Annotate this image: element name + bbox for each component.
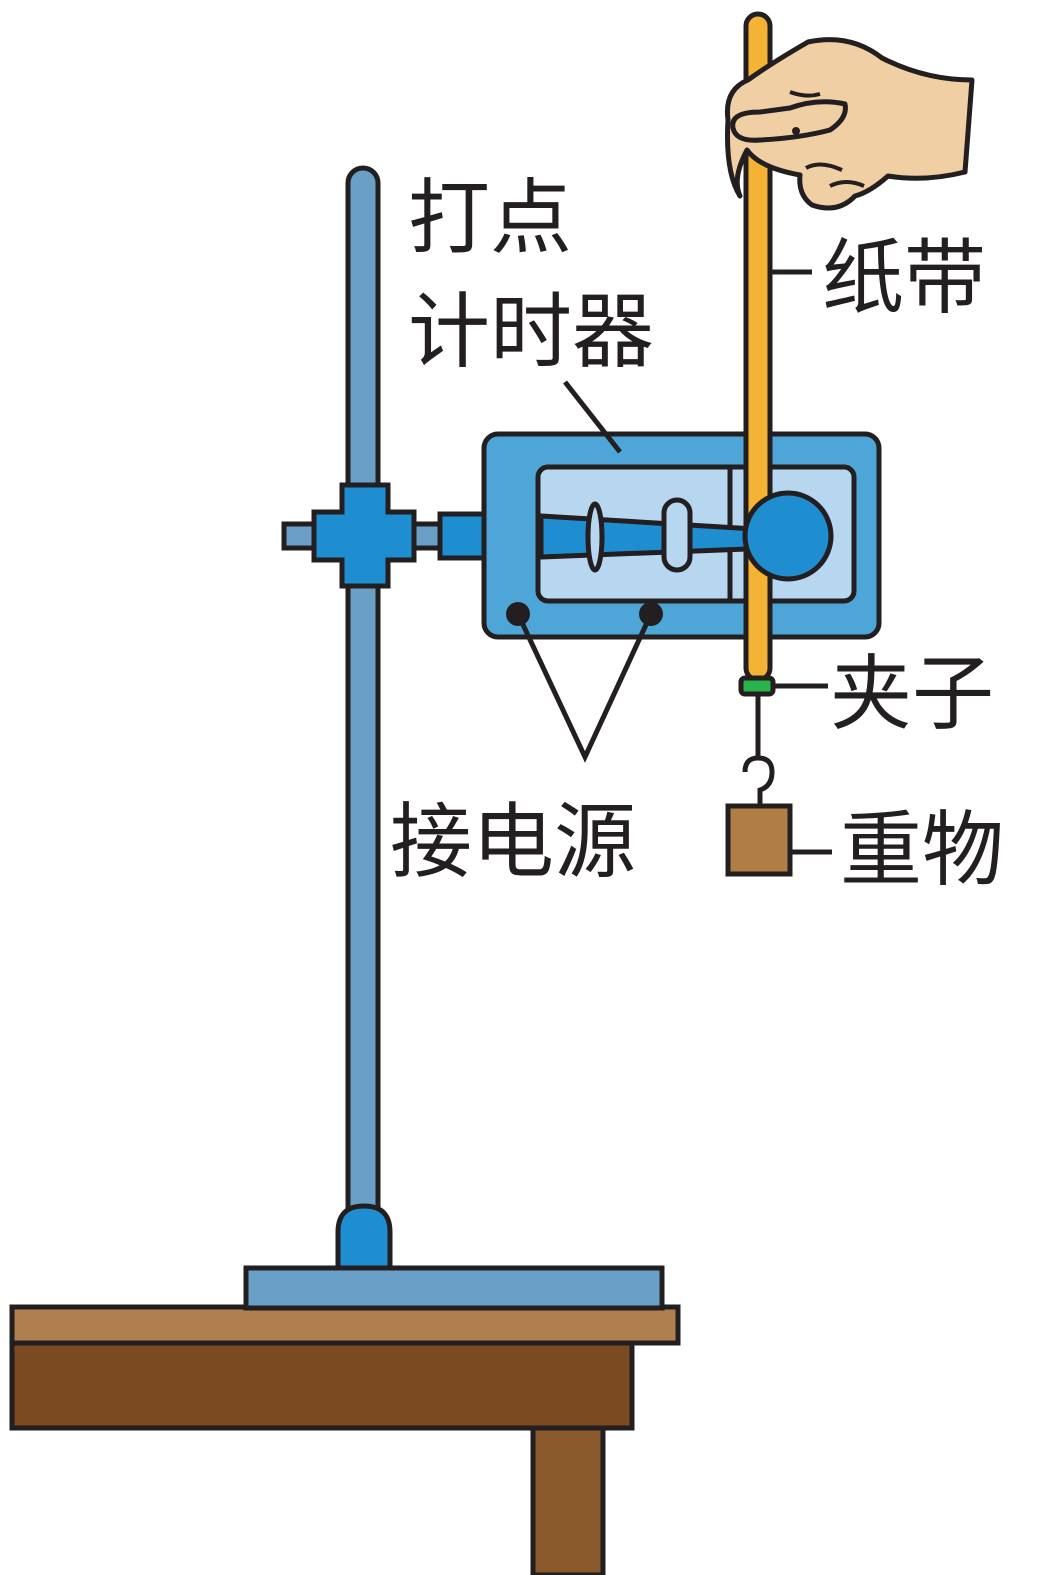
carbon-disc bbox=[742, 490, 834, 582]
stand-rod bbox=[345, 165, 381, 1231]
hand-thumb bbox=[730, 99, 848, 143]
leader-lines bbox=[515, 269, 832, 855]
label-timer-line1: 打点 bbox=[408, 171, 572, 266]
table-front bbox=[9, 1337, 635, 1431]
table bbox=[9, 1304, 681, 1575]
table-leg bbox=[530, 1422, 606, 1575]
hand-palm bbox=[724, 37, 975, 211]
label-clip: 夹子 bbox=[830, 647, 994, 742]
iron-stand bbox=[243, 165, 665, 1311]
table-top bbox=[9, 1304, 681, 1346]
label-weight: 重物 bbox=[840, 803, 1004, 898]
hand bbox=[724, 37, 975, 211]
clip bbox=[738, 675, 776, 697]
weight-block bbox=[725, 803, 793, 877]
stand-base bbox=[243, 1265, 665, 1311]
hand-detail-dot bbox=[792, 127, 800, 135]
arm-stopper bbox=[661, 497, 693, 573]
label-power: 接电源 bbox=[390, 795, 636, 890]
hook bbox=[742, 755, 775, 806]
rod-foot-connector bbox=[335, 1203, 393, 1271]
label-timer-line2: 计时器 bbox=[408, 285, 654, 380]
cross-clamp bbox=[311, 482, 417, 589]
leader-power bbox=[515, 612, 654, 763]
label-tape: 纸带 bbox=[822, 231, 986, 326]
leader-timer bbox=[563, 380, 622, 454]
hand-finger-lines bbox=[789, 90, 865, 188]
arm-ring bbox=[585, 501, 605, 573]
